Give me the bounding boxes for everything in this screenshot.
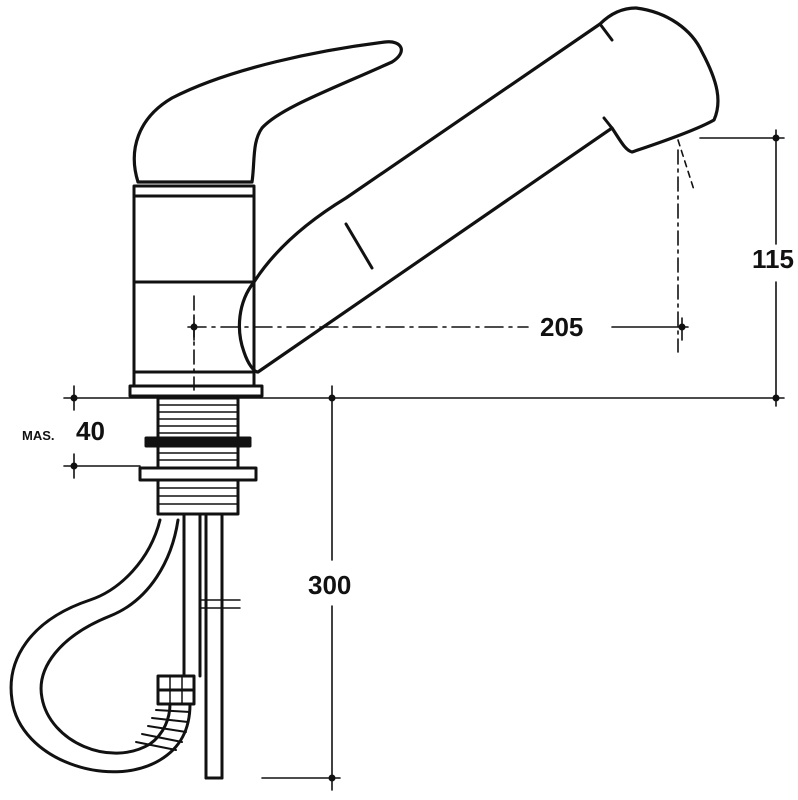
supply-pipes <box>182 512 241 780</box>
dimension-ticks <box>70 134 780 782</box>
dimension-lines <box>63 129 785 791</box>
dimension-label-300: 300 <box>308 570 351 600</box>
faucet-body <box>128 184 264 398</box>
dimension-label-40: 40 <box>76 416 105 446</box>
dimension-label-205: 205 <box>540 312 583 342</box>
threaded-shank <box>138 396 258 516</box>
lever-handle <box>132 40 403 184</box>
dimension-prefix-mas: MAS. <box>22 428 55 443</box>
dimension-label-115: 115 <box>752 244 794 274</box>
flexible-hose <box>9 518 196 774</box>
pull-out-spout <box>237 6 720 374</box>
